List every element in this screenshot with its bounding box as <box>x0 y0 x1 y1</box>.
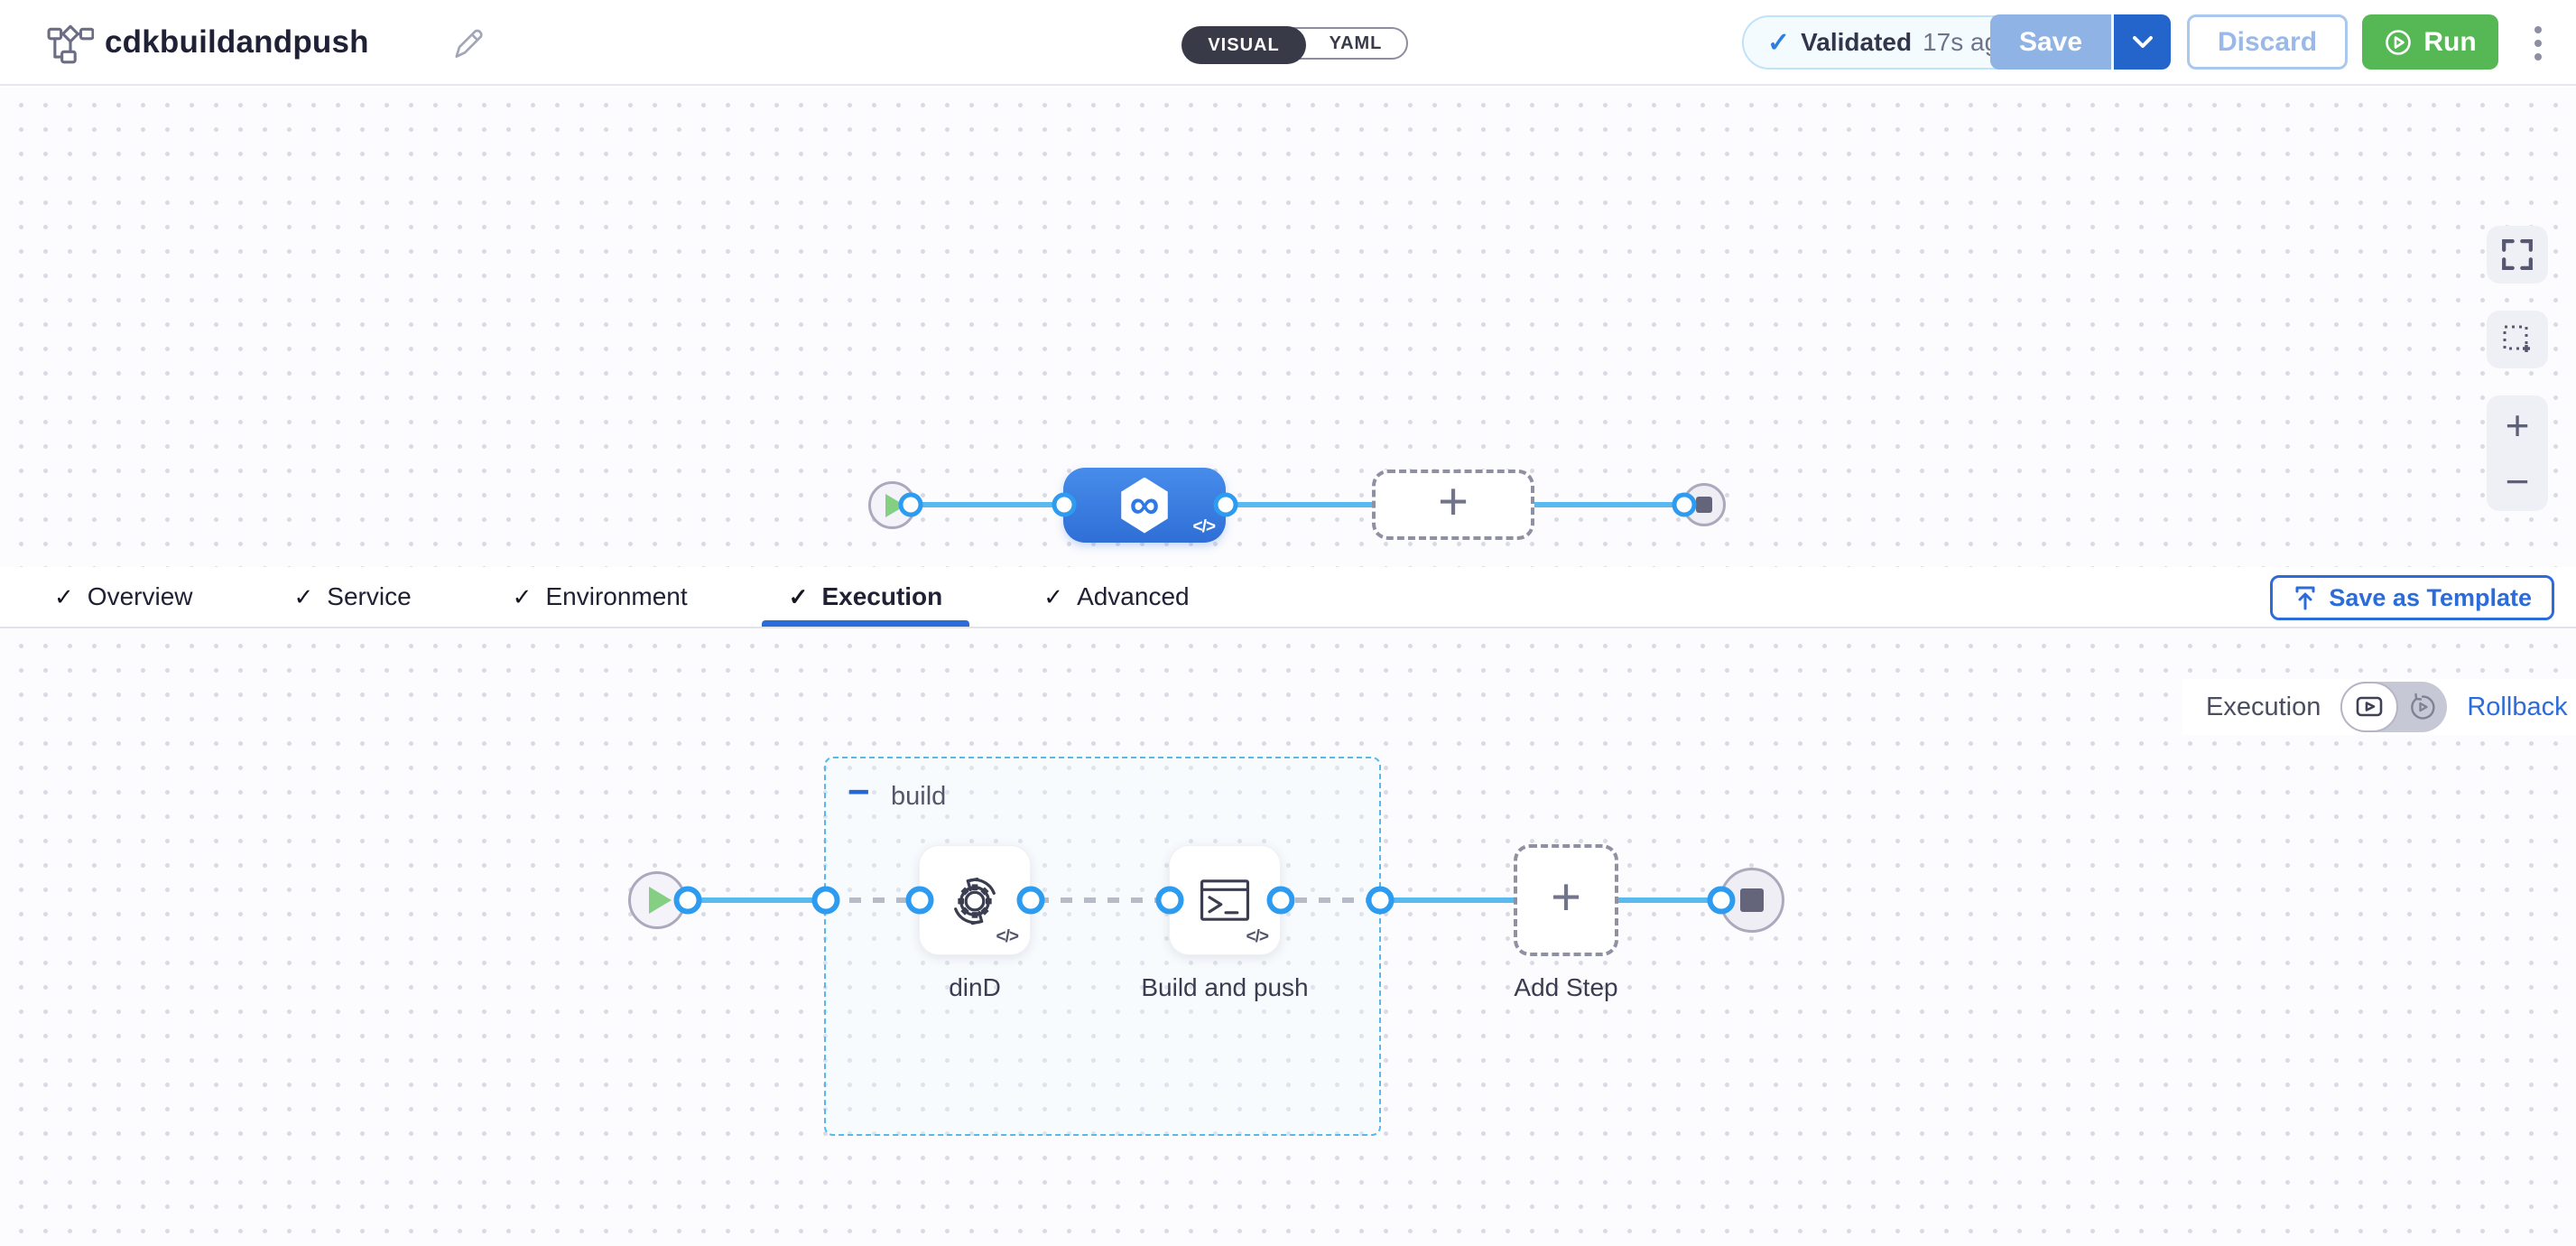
rollback-view-segment[interactable] <box>2398 682 2447 732</box>
kebab-dot <box>2534 40 2542 47</box>
save-as-template-button[interactable]: Save as Template <box>2270 575 2554 620</box>
tab-label: Environment <box>545 582 688 610</box>
tab-label: Overview <box>87 582 193 610</box>
zoom-controls: + − <box>2487 395 2548 511</box>
execution-mode-label: Execution <box>2206 692 2321 721</box>
stage-canvas[interactable]: ∞ </> + ckd Add Stage + <box>0 88 2576 609</box>
save-options-button[interactable] <box>2111 14 2171 70</box>
check-icon: ✓ <box>54 582 74 610</box>
exec-dashed-line <box>826 897 1380 903</box>
chevron-down-icon <box>2132 35 2153 48</box>
tab-label: Service <box>327 582 412 610</box>
play-icon <box>649 887 672 914</box>
connector-port <box>1707 886 1736 915</box>
step-group-build[interactable]: − build <box>824 757 1381 1136</box>
execution-view-icon <box>2357 696 2383 717</box>
code-chip-icon: </> <box>1246 927 1270 946</box>
stage-tabbar: ✓ Overview ✓ Service ✓ Environment ✓ Exe… <box>0 567 2576 628</box>
connector-port <box>1672 492 1697 517</box>
kebab-dot <box>2534 26 2542 33</box>
edit-title-button[interactable] <box>448 23 487 63</box>
toggle-visual[interactable]: VISUAL <box>1181 26 1306 64</box>
stage-tabs: ✓ Overview ✓ Service ✓ Environment ✓ Exe… <box>54 567 1190 627</box>
zoom-in-button[interactable]: + <box>2505 402 2530 449</box>
connector-port <box>811 886 840 915</box>
execution-rollback-toggle[interactable] <box>2340 682 2448 732</box>
run-play-icon <box>2386 29 2412 55</box>
connector-port <box>905 886 934 915</box>
add-step-label: Add Step <box>1514 973 1618 1001</box>
tab-label: Execution <box>821 582 943 610</box>
connector-port <box>898 492 923 517</box>
stop-icon <box>1740 888 1764 912</box>
add-step-button[interactable]: + <box>1514 844 1618 956</box>
rollback-view-icon <box>2411 693 2435 720</box>
execution-mode-bar: Execution Rollback <box>2182 679 2576 735</box>
add-stage-button[interactable]: + <box>1372 470 1534 540</box>
stop-icon <box>1696 497 1712 513</box>
execution-view-segment[interactable] <box>2340 682 2399 732</box>
connector-port <box>1052 492 1077 517</box>
run-label: Run <box>2423 26 2477 57</box>
stage-node-ckd[interactable]: ∞ </> <box>1063 468 1226 543</box>
fullscreen-button[interactable] <box>2487 226 2548 284</box>
exec-connector-line <box>686 897 826 903</box>
marquee-select-button[interactable] <box>2487 311 2548 368</box>
connector-port <box>673 886 702 915</box>
pipeline-title: cdkbuildandpush <box>105 24 369 60</box>
discard-button[interactable]: Discard <box>2187 14 2348 70</box>
pencil-icon <box>455 29 483 59</box>
collapse-group-button[interactable]: − <box>848 770 870 813</box>
tab-execution[interactable]: ✓ Execution <box>761 567 969 627</box>
check-icon: ✓ <box>1767 27 1791 58</box>
plus-icon: + <box>1551 868 1581 926</box>
plus-icon: + <box>1438 472 1469 531</box>
code-chip-icon: </> <box>996 927 1020 946</box>
validated-badge[interactable]: ✓ Validated 17s ago <box>1742 15 2038 70</box>
connector-port <box>1266 886 1295 915</box>
save-split-button: Save <box>1990 14 2171 70</box>
zoom-out-button[interactable]: − <box>2505 458 2530 505</box>
step-node-dind[interactable]: </> <box>919 845 1031 955</box>
top-header: cdkbuildandpush VISUAL YAML ✓ Validated … <box>0 0 2576 86</box>
validated-label: Validated <box>1801 28 1913 56</box>
stage-connector-line <box>912 502 1686 507</box>
infinity-icon: ∞ <box>1129 479 1160 527</box>
check-icon: ✓ <box>1043 582 1064 610</box>
kebab-dot <box>2534 53 2542 60</box>
fullscreen-icon <box>2502 239 2533 270</box>
upload-icon <box>2295 586 2315 610</box>
run-step-icon <box>1200 879 1250 921</box>
connector-port <box>1213 492 1238 517</box>
connector-port <box>1155 886 1184 915</box>
marquee-selection-icon <box>2503 325 2530 352</box>
execution-canvas[interactable]: − build </> </> <box>0 628 2576 1246</box>
check-icon: ✓ <box>788 582 809 610</box>
step-group-label: build <box>891 782 947 811</box>
step-name-label: Build and push <box>1141 973 1309 1001</box>
tab-environment[interactable]: ✓ Environment <box>513 567 688 627</box>
visual-yaml-toggle: VISUAL YAML <box>1181 26 1408 64</box>
kebab-menu-button[interactable] <box>2522 20 2554 67</box>
step-name-label: dinD <box>949 973 1001 1001</box>
check-icon: ✓ <box>293 582 314 610</box>
tab-label: Advanced <box>1077 582 1190 610</box>
tab-overview[interactable]: ✓ Overview <box>54 567 193 627</box>
tab-advanced[interactable]: ✓ Advanced <box>1043 567 1189 627</box>
save-as-template-label: Save as Template <box>2329 583 2532 611</box>
service-dependency-icon <box>953 877 996 925</box>
check-icon: ✓ <box>512 582 533 610</box>
step-node-build-and-push[interactable]: </> <box>1169 845 1281 955</box>
connector-port <box>1366 886 1395 915</box>
code-chip-icon: </> <box>1192 517 1217 536</box>
rollback-link[interactable]: Rollback <box>2467 692 2568 721</box>
save-button[interactable]: Save <box>1990 14 2111 70</box>
tab-service[interactable]: ✓ Service <box>294 567 412 627</box>
ci-hexagon-icon: ∞ <box>1121 477 1168 534</box>
pipeline-icon <box>47 24 94 64</box>
connector-port <box>1016 886 1045 915</box>
toggle-yaml[interactable]: YAML <box>1329 33 1383 53</box>
run-button[interactable]: Run <box>2362 14 2498 70</box>
